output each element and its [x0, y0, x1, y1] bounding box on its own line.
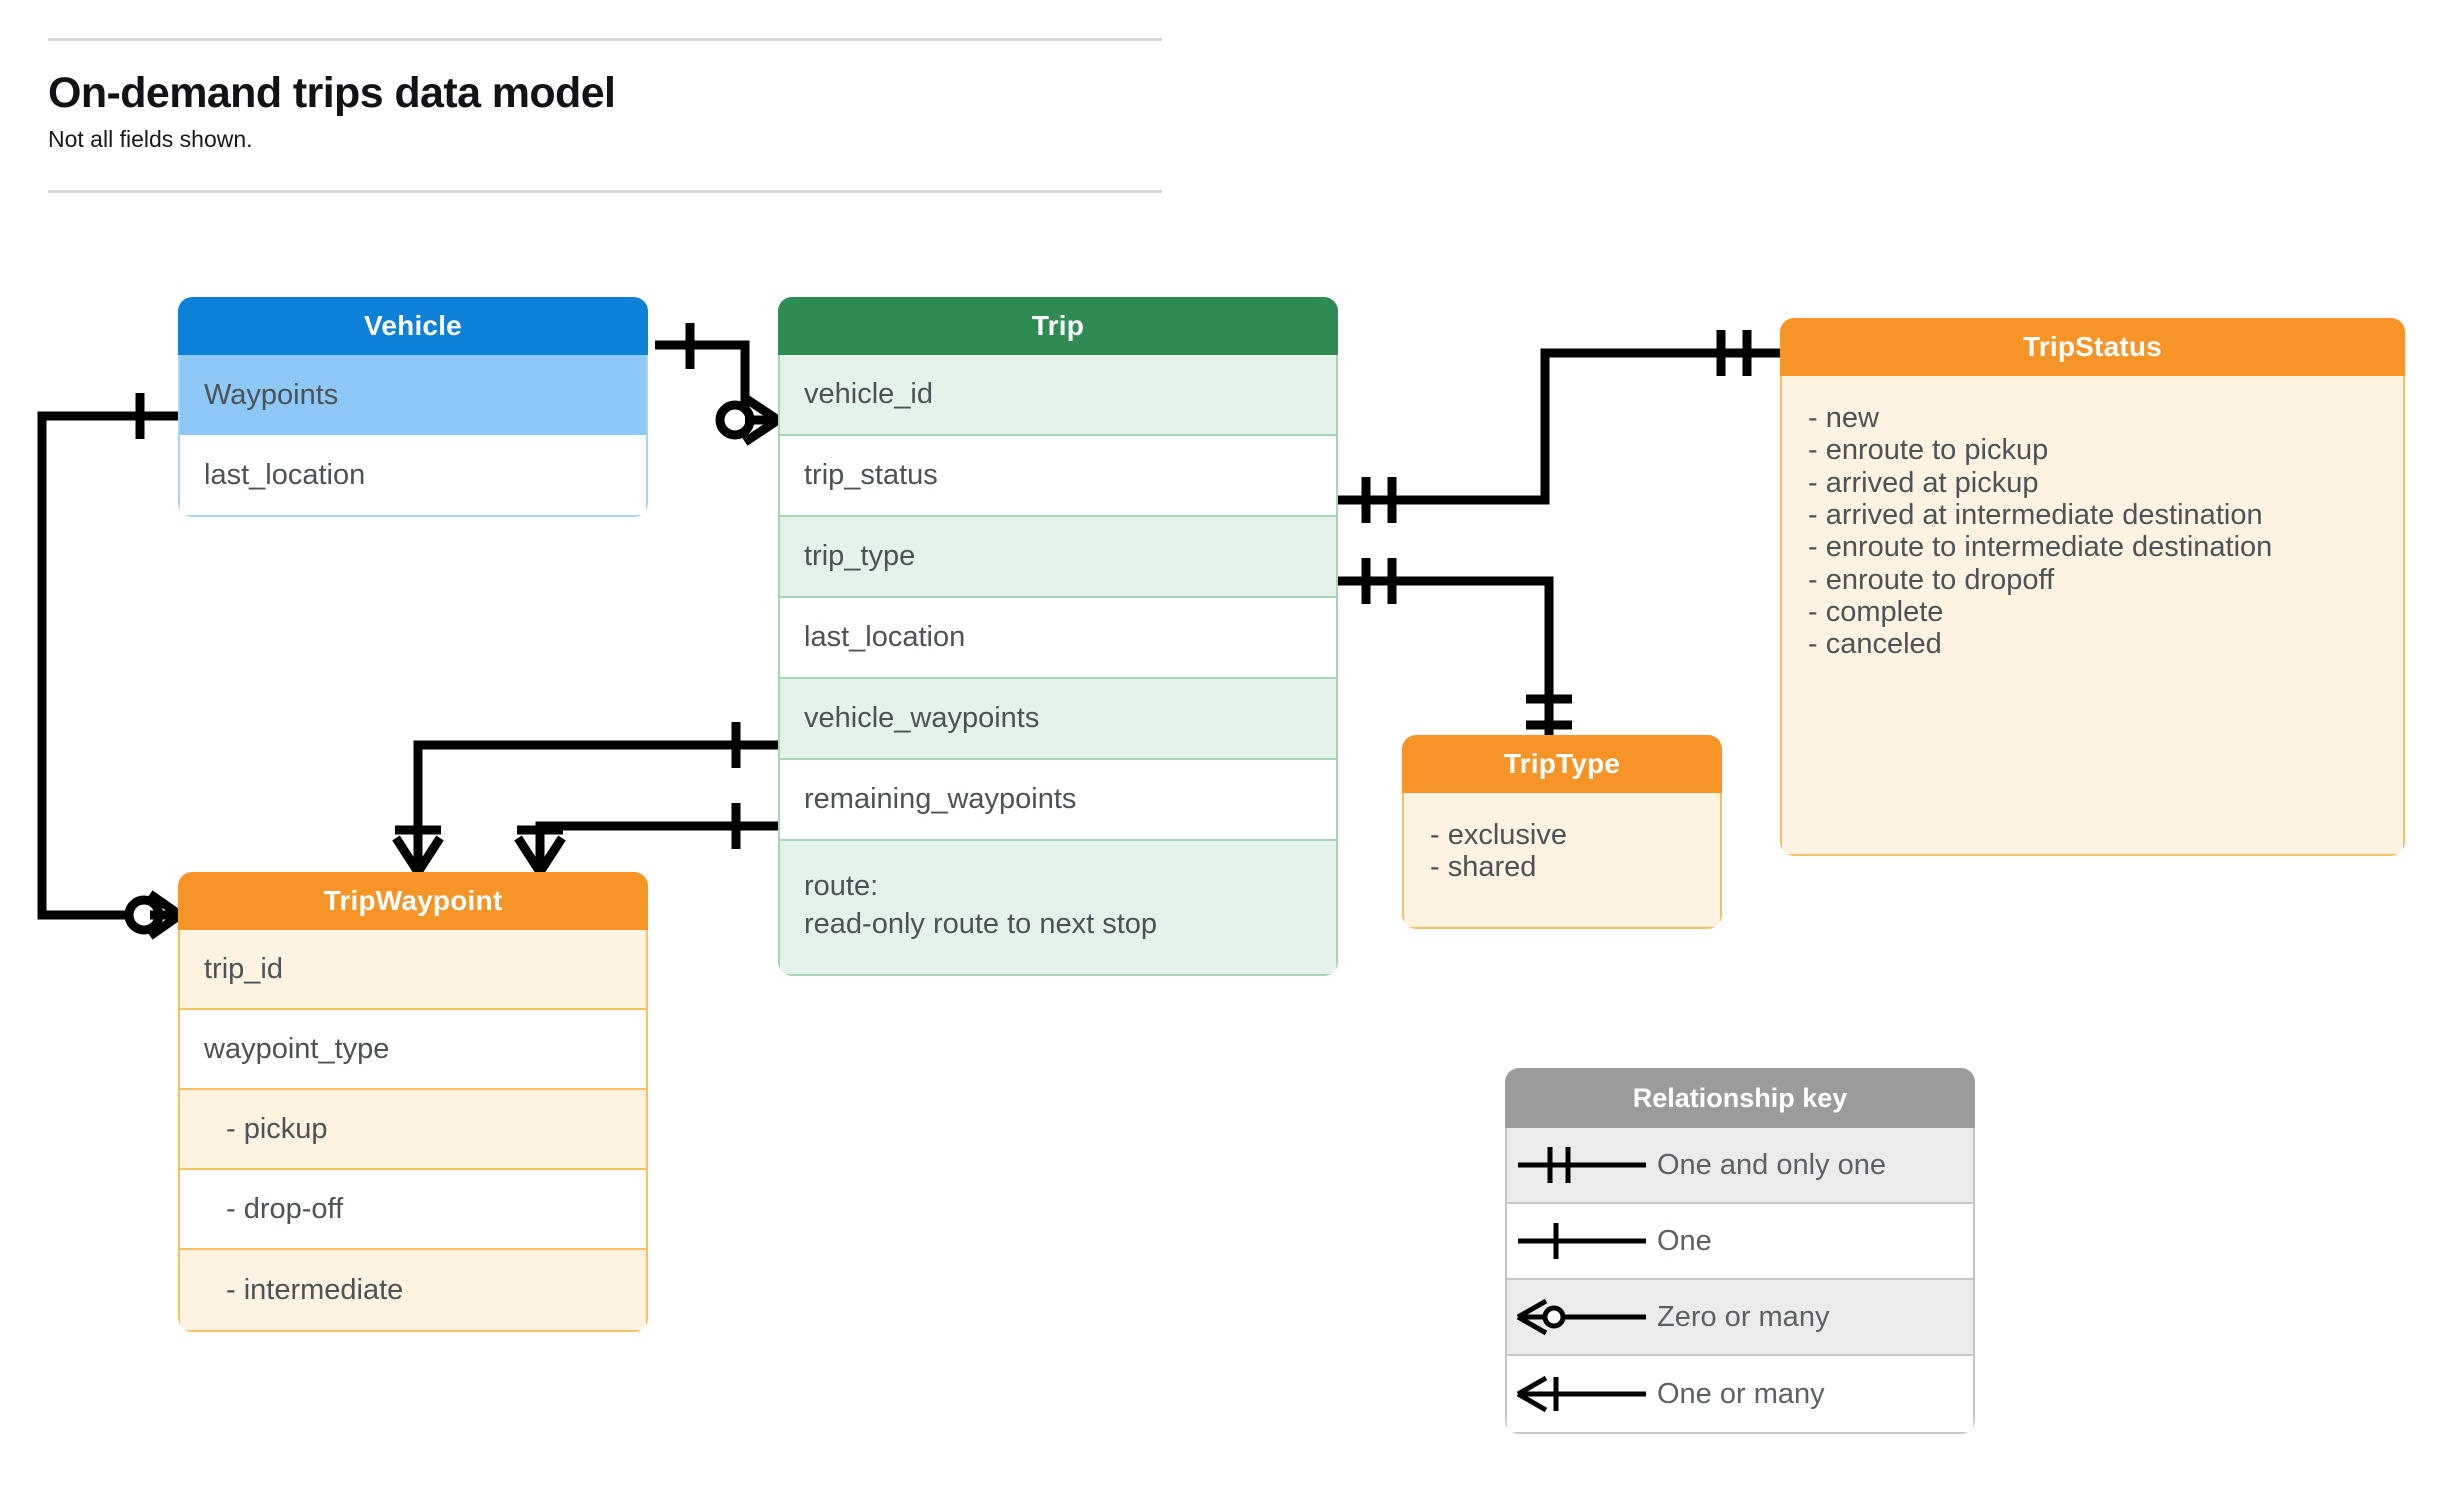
one-and-only-one-icon — [1507, 1142, 1657, 1188]
legend-item-label: One — [1657, 1224, 1712, 1257]
entity-tripstatus[interactable]: TripStatus - new - enroute to pickup - a… — [1780, 318, 2405, 856]
header-rule-top — [48, 38, 1162, 41]
field-row[interactable]: trip_id — [180, 930, 646, 1010]
legend-rows: One and only one One — [1505, 1128, 1975, 1434]
field-row[interactable]: - drop-off — [180, 1170, 646, 1250]
enum-value: - enroute to intermediate destination — [1808, 531, 2273, 564]
entity-tripwaypoint[interactable]: TripWaypoint trip_id waypoint_type - pic… — [178, 872, 648, 1332]
field-row[interactable]: trip_type — [780, 517, 1336, 598]
legend-item-zero-or-many: Zero or many — [1507, 1280, 1973, 1356]
legend-item-label: One or many — [1657, 1377, 1825, 1410]
field-row[interactable]: last_location — [180, 435, 646, 515]
entity-tripstatus-title: TripStatus — [1780, 318, 2405, 376]
page-header: On-demand trips data model Not all field… — [48, 38, 1162, 193]
field-row[interactable]: vehicle_id — [780, 355, 1336, 436]
wire-vehicle-waypoints-row — [413, 740, 778, 872]
entity-trip-title: Trip — [778, 297, 1338, 355]
field-row[interactable]: waypoint_type — [180, 1010, 646, 1090]
enum-value: - enroute to pickup — [1808, 434, 2049, 467]
entity-triptype-values: - exclusive - shared — [1402, 793, 1722, 929]
wire-remaining-waypoints-row — [535, 821, 778, 872]
field-row[interactable]: - intermediate — [180, 1250, 646, 1330]
field-row[interactable]: - pickup — [180, 1090, 646, 1170]
field-route-note: read-only route to next stop — [804, 908, 1158, 941]
page-subtitle: Not all fields shown. — [48, 126, 253, 153]
header-rule-bottom — [48, 189, 1162, 193]
entity-triptype-title: TripType — [1402, 735, 1722, 793]
wire-vehicle-to-trip — [655, 340, 778, 425]
enum-value: - arrived at intermediate destination — [1808, 498, 2263, 531]
enum-value: - exclusive — [1430, 819, 1567, 851]
enum-value: - shared — [1430, 851, 1537, 884]
entity-vehicle-fields: Waypoints last_location — [178, 355, 648, 517]
entity-vehicle[interactable]: Vehicle Waypoints last_location — [178, 297, 648, 517]
field-row[interactable]: last_location — [780, 598, 1336, 679]
legend-item-one-and-only-one: One and only one — [1507, 1128, 1973, 1204]
legend-item-label: One and only one — [1657, 1148, 1886, 1181]
field-row[interactable]: remaining_waypoints — [780, 760, 1336, 841]
wire-vehicle-waypoints-to-tripwaypoint — [37, 411, 178, 920]
legend-item-one: One — [1507, 1204, 1973, 1280]
field-route-label: route: — [804, 870, 879, 902]
entity-tripstatus-values: - new - enroute to pickup - arrived at p… — [1780, 376, 2405, 856]
enum-value: - enroute to dropoff — [1808, 563, 2055, 596]
entity-vehicle-title: Vehicle — [178, 297, 648, 355]
entity-trip[interactable]: Trip vehicle_id trip_status trip_type la… — [778, 297, 1338, 976]
wire-tripstatus — [1337, 348, 1780, 505]
field-row[interactable]: Waypoints — [180, 355, 646, 435]
enum-value: - complete — [1808, 595, 1944, 628]
field-row[interactable]: trip_status — [780, 436, 1336, 517]
wire-triptype — [1337, 576, 1554, 735]
entity-trip-fields: vehicle_id trip_status trip_type last_lo… — [778, 355, 1338, 976]
field-row[interactable]: vehicle_waypoints — [780, 679, 1336, 760]
field-row-route[interactable]: route: read-only route to next stop — [780, 841, 1336, 974]
entity-tripwaypoint-title: TripWaypoint — [178, 872, 648, 930]
legend-item-one-or-many: One or many — [1507, 1356, 1973, 1432]
page-title: On-demand trips data model — [48, 69, 616, 117]
enum-value: - canceled — [1808, 628, 1942, 661]
one-icon — [1507, 1218, 1657, 1264]
enum-value: - new — [1808, 402, 1879, 434]
legend-item-label: Zero or many — [1657, 1300, 1830, 1333]
relationship-key-legend: Relationship key One and only one — [1505, 1068, 1975, 1434]
zero-or-many-icon — [1507, 1294, 1657, 1340]
legend-title: Relationship key — [1505, 1068, 1975, 1128]
one-or-many-icon — [1507, 1371, 1657, 1417]
enum-value: - arrived at pickup — [1808, 466, 2039, 499]
entity-tripwaypoint-fields: trip_id waypoint_type - pickup - drop-of… — [178, 930, 648, 1332]
entity-triptype[interactable]: TripType - exclusive - shared — [1402, 735, 1722, 929]
